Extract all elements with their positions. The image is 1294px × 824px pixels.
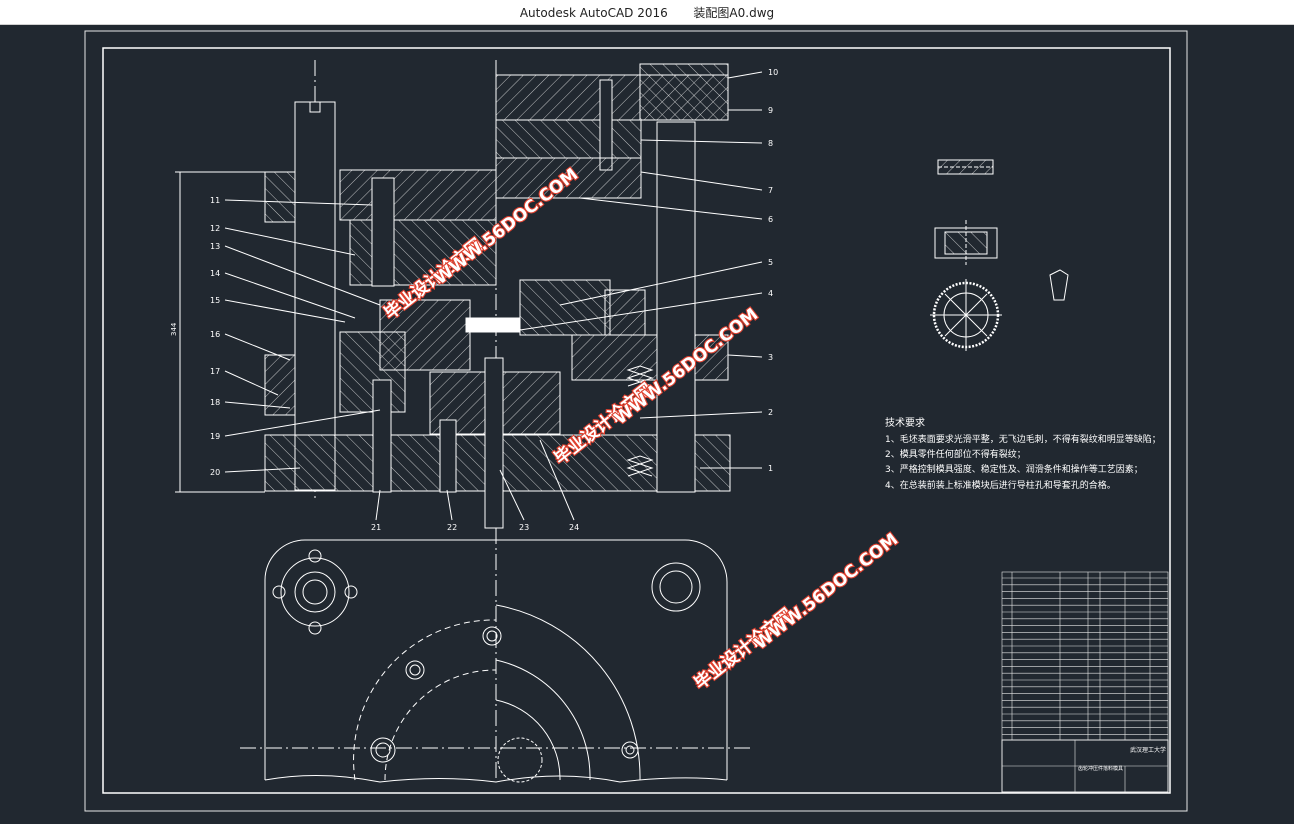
part-label: 15 xyxy=(210,296,220,305)
tech-requirement-item: 4、在总装前装上标准模块后进行导柱孔和导套孔的合格。 xyxy=(885,479,1116,491)
tech-requirements: 技术要求 1、毛坯表面要求光滑平整，无飞边毛刺，不得有裂纹和明显等缺陷； 2、模… xyxy=(885,416,1161,491)
detail-views[interactable] xyxy=(930,159,1069,351)
app-name: Autodesk AutoCAD 2016 xyxy=(519,6,668,20)
drawing-name: 齿轮冲压件落料模具 xyxy=(1078,765,1123,772)
part-number-labels: 10 9 8 7 6 5 4 3 2 1 11 12 13 14 15 16 1… xyxy=(170,68,778,532)
sheet-inner-frame xyxy=(102,47,1171,794)
window-title: Autodesk AutoCAD 2016 装配图A0.dwg xyxy=(0,4,1294,21)
part-label: 21 xyxy=(371,523,381,532)
tech-requirement-item: 3、严格控制模具强度、稳定性及、润滑条件和操作等工艺因素； xyxy=(885,463,1143,475)
part-label: 4 xyxy=(768,289,773,298)
dimension-height-label: 344 xyxy=(170,322,178,336)
part-label: 17 xyxy=(210,367,220,376)
part-label: 14 xyxy=(210,269,220,278)
part-label: 22 xyxy=(447,523,457,532)
part-label: 10 xyxy=(768,68,778,77)
part-label: 12 xyxy=(210,224,220,233)
title-block: 武汉理工大学 齿轮冲压件落料模具 xyxy=(1078,746,1166,772)
file-name: 装配图A0.dwg xyxy=(693,6,775,20)
part-label: 13 xyxy=(210,242,220,251)
tech-requirement-item: 2、模具零件任何部位不得有裂纹； xyxy=(885,448,1026,460)
part-label: 23 xyxy=(519,523,529,532)
part-label: 6 xyxy=(768,215,773,224)
part-label: 5 xyxy=(768,258,773,267)
part-label: 7 xyxy=(768,186,773,195)
window-title-bar: Autodesk AutoCAD 2016 装配图A0.dwg xyxy=(0,0,1294,25)
part-label: 24 xyxy=(569,523,579,532)
top-view[interactable] xyxy=(240,539,752,783)
front-section-view[interactable] xyxy=(175,60,763,780)
part-label: 20 xyxy=(210,468,220,477)
part-label: 8 xyxy=(768,139,773,148)
part-label: 19 xyxy=(210,432,220,441)
sheet-outer-frame xyxy=(84,30,1188,812)
part-label: 11 xyxy=(210,196,220,205)
tech-requirement-item: 1、毛坯表面要求光滑平整，无飞边毛刺，不得有裂纹和明显等缺陷； xyxy=(885,433,1161,445)
cad-drawing[interactable]: 10 9 8 7 6 5 4 3 2 1 11 12 13 14 15 16 1… xyxy=(0,25,1294,820)
part-label: 1 xyxy=(768,464,773,473)
part-label: 18 xyxy=(210,398,220,407)
part-label: 16 xyxy=(210,330,220,339)
drawing-canvas[interactable]: 10 9 8 7 6 5 4 3 2 1 11 12 13 14 15 16 1… xyxy=(0,25,1294,820)
part-label: 2 xyxy=(768,408,773,417)
watermark-url: WWW.56DOC.COM xyxy=(751,530,902,654)
part-label: 9 xyxy=(768,106,773,115)
tech-requirements-title: 技术要求 xyxy=(885,416,925,429)
part-label: 3 xyxy=(768,353,773,362)
school-name: 武汉理工大学 xyxy=(1130,746,1166,754)
bill-of-materials[interactable] xyxy=(1001,571,1169,793)
